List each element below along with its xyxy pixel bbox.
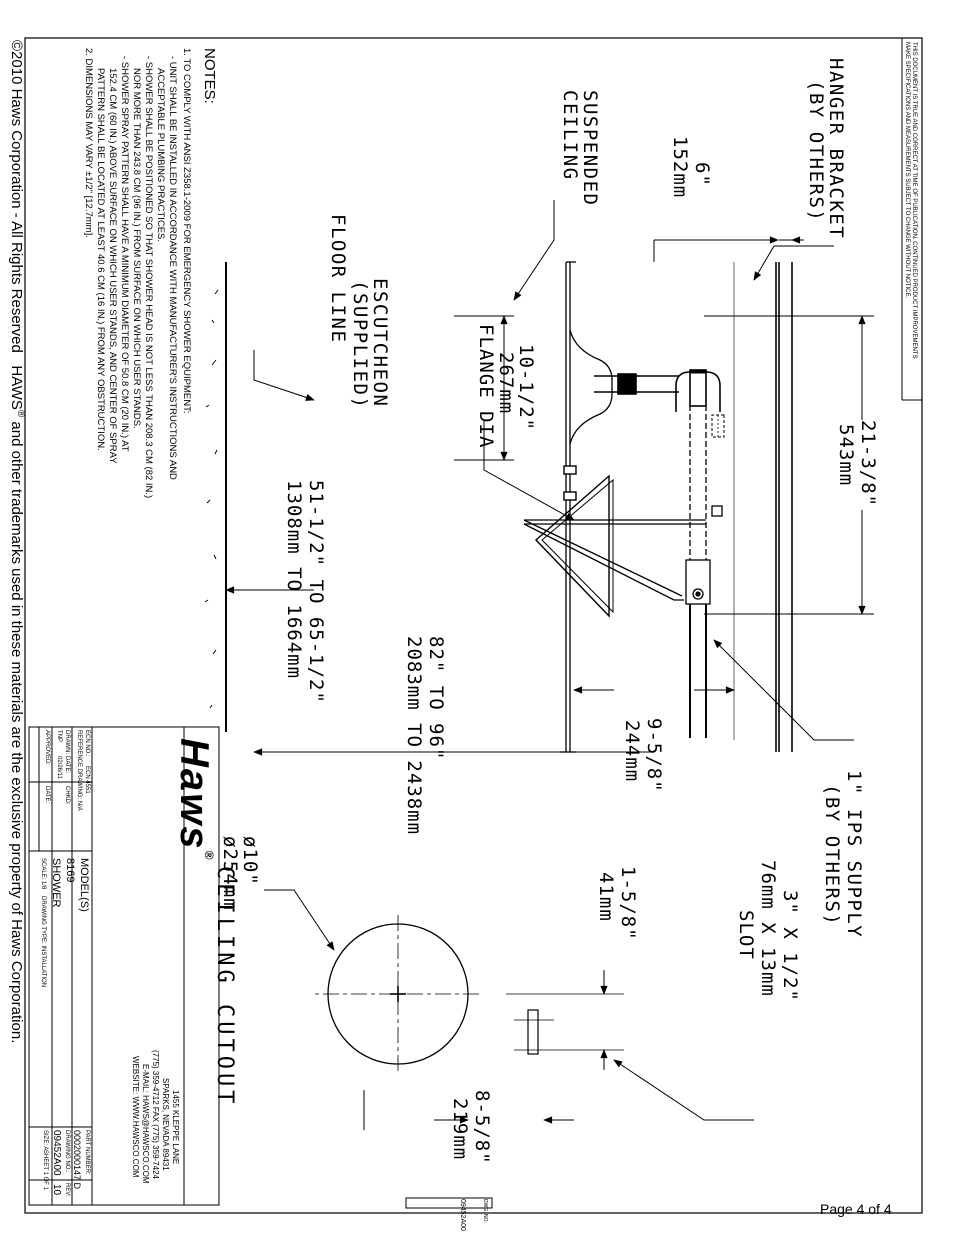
note-1b: - SHOWER SHALL BE POSITIONED SO THAT SHO… xyxy=(143,56,154,499)
note-1c: - SHOWER SPRAY PATTERN SHALL HAVE A MINI… xyxy=(119,56,130,452)
ecn-label: ECN NO.: xyxy=(84,730,90,757)
floor-line-label: FLOOR LINE xyxy=(327,214,349,344)
address-2: SPARKS, NEVADA 89431 xyxy=(161,1078,170,1171)
note-1c-cont: 152.4 CM (60 IN.) ABOVE SURFACE ON WHICH… xyxy=(107,68,118,464)
size-label: SIZE: A xyxy=(42,1130,48,1151)
ecn-number: ECN 4551 xyxy=(84,766,90,794)
revision: 10 xyxy=(51,1184,62,1196)
drawing-type-label: DRAWING TYPE: INSTALLATION xyxy=(40,896,46,988)
reference-label: REFERENCE DRAWING: N/A xyxy=(76,730,82,811)
title-block-frame xyxy=(28,726,220,1206)
slot-dim-mm: 76mm X 13mm xyxy=(757,860,779,997)
dim-flange-mm: 267mm xyxy=(495,352,517,415)
page-border xyxy=(24,37,923,1214)
floor-line xyxy=(204,262,227,732)
part-number: 0002000147 D xyxy=(72,1130,82,1190)
dim-flange-desc: FLANGE DIA xyxy=(475,324,497,449)
drawn-label: DRAWN: xyxy=(64,730,70,755)
escutcheon xyxy=(563,465,577,501)
dim-9-mm: 244mm xyxy=(621,720,643,783)
website: WEBSITE: WWW.HAWSCO.COM xyxy=(131,1056,140,1178)
dim-1-5-8-mm: 41mm xyxy=(595,872,617,922)
haws-logo: Haws® xyxy=(171,738,216,861)
dim-8-5-8-in: 8-5/8" xyxy=(471,1090,493,1165)
product-name: SHOWER xyxy=(50,858,62,908)
dwg-no-label: DWG. NO. xyxy=(482,1199,488,1223)
scale-label: SCALE: 1/8 xyxy=(40,858,46,890)
notes-heading: NOTES: xyxy=(201,48,218,104)
disclaimer-line-1: THIS DOCUMENT IS TRUE AND CORRECT AT TIM… xyxy=(911,42,917,359)
trademark-text: HAWS xyxy=(8,365,25,410)
dim-flange-in: 10-1/2" xyxy=(515,344,537,432)
drawn-value: TNP xyxy=(56,730,62,742)
note-1: 1. TO COMPLY WITH ANSI Z358.1-2009 FOR E… xyxy=(181,48,192,414)
date-label: DATE: xyxy=(64,756,70,774)
drawing-number: 09452A00 xyxy=(51,1130,62,1176)
date2-label: DATE: xyxy=(44,786,50,804)
trademark-rest: and other trademarks used in these mater… xyxy=(8,417,25,1044)
copyright-text: ©2010 Haws Corporation - All Rights Rese… xyxy=(8,40,25,353)
slot-dim-in: 3" X 1/2" xyxy=(779,890,801,1002)
note-1a-cont: ACCEPTABLE PLUMBING PRACTICES. xyxy=(155,68,166,243)
hanger-bracket xyxy=(711,262,793,752)
haws-logo-reg: ® xyxy=(202,850,216,862)
note-1c-cont-2: PATTERN SHALL BE LOCATED AT LEAST 40.6 C… xyxy=(95,68,106,451)
hanger-bracket-label: HANGER BRACKET xyxy=(825,58,847,240)
chkd-label: CHKD: xyxy=(64,786,70,805)
dim-diameter-mm: ø254mm xyxy=(219,836,241,911)
ceiling-cutout-circle xyxy=(314,915,624,1075)
escutcheon-label: ESCUTCHEON xyxy=(369,278,391,408)
dim-51-in: 51-1/2" TO 65-1/2" xyxy=(305,480,327,704)
dim-82-in: 82" TO 96" xyxy=(425,636,447,761)
dim-21-mm: 543mm xyxy=(835,424,857,487)
date-value: 02/26/11 xyxy=(56,756,62,779)
part-number-label: PART NUMBER: xyxy=(84,1130,90,1175)
model-number: 8169 xyxy=(64,858,76,883)
dim-1-5-8-in: 1-5/8" xyxy=(617,866,639,941)
dim-9-in: 9-5/8" xyxy=(643,718,665,793)
dim-6-mm: 152mm xyxy=(669,136,691,199)
suspended-ceiling-label-2: CEILING xyxy=(559,90,581,181)
escutcheon-supplied-label: (SUPPLIED) xyxy=(349,280,371,410)
suspended-ceiling-label: SUSPENDED xyxy=(579,90,601,207)
haws-logo-text: Haws xyxy=(172,738,216,851)
note-1b-cont: NOR MORE THAN 243.8 CM (96 IN.) FROM SUR… xyxy=(131,68,142,429)
dwg-no-value: 09452A00 xyxy=(459,1199,466,1231)
dim-diameter-in: ø10" xyxy=(239,836,261,886)
email: E-MAIL: HAWS@HAWSCO.COM xyxy=(141,1064,150,1184)
ips-supply-label: 1" IPS SUPPLY xyxy=(843,770,865,939)
hanger-bracket-by-others: (BY OTHERS) xyxy=(805,80,827,223)
disclaimer-line-2: MAKE SPECIFICATIONS AND MEASUREMENTS SUB… xyxy=(904,42,910,299)
rev-label: REV: xyxy=(64,1183,70,1197)
note-2: 2. DIMENSIONS MAY VARY ±1/2" [12.7mm]. xyxy=(83,48,94,238)
ips-supply-pipe xyxy=(685,405,711,738)
dim-82-mm: 2083mm TO 2438mm xyxy=(403,636,425,836)
pull-rod-and-handle xyxy=(523,474,723,618)
dim-51-mm: 1308mm TO 1664mm xyxy=(283,480,305,680)
page-number: Page 4 of 4 xyxy=(820,1201,892,1217)
address-1: 1455 KLEPPE LANE xyxy=(171,1090,180,1165)
approved-label: APPROVED: xyxy=(44,730,50,766)
note-1a: - UNIT SHALL BE INSTALLED IN ACCORDANCE … xyxy=(167,56,178,480)
shower-arm xyxy=(569,329,721,445)
dim-8-5-8-mm: 219mm xyxy=(449,1098,471,1161)
drawing-no-label: DRAWING NO.: xyxy=(64,1130,70,1173)
dimension-lines xyxy=(225,200,874,1130)
model-label: MODEL(S) xyxy=(78,858,90,912)
slot-label: SLOT xyxy=(735,910,757,960)
sheet-label: SHEET 1 OF 1 xyxy=(42,1150,48,1190)
ips-supply-by-others: (BY OTHERS) xyxy=(821,784,843,927)
dim-21-in: 21-3/8" xyxy=(857,420,879,508)
dim-6-in: 6" xyxy=(691,162,713,187)
footer-copyright: ©2010 Haws Corporation - All Rights Rese… xyxy=(8,40,26,1043)
dwg-no-box xyxy=(405,1197,493,1209)
phone: (775) 359-4712 FAX (775) 359-7424 xyxy=(151,1050,160,1179)
